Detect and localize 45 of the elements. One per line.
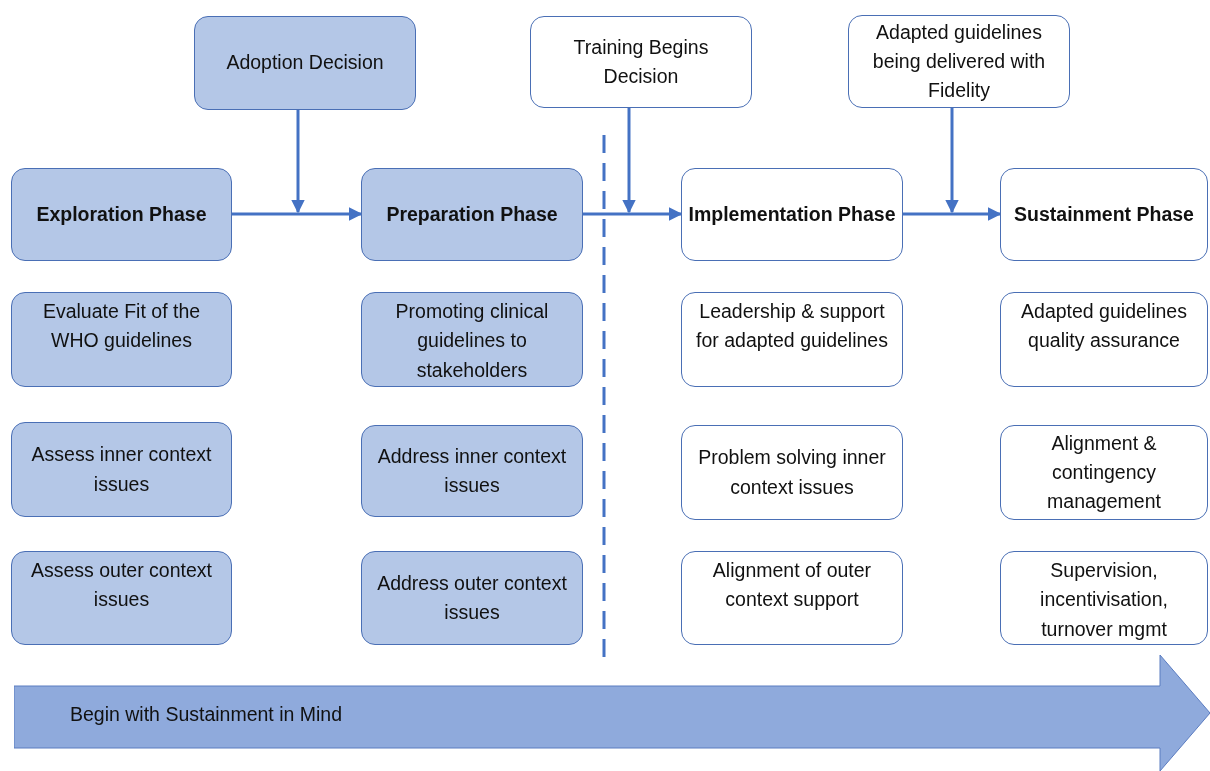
box-text: Adapted guidelines quality assurance — [1020, 299, 1188, 354]
box-text: Alignment of outer context support — [711, 558, 873, 613]
activity-box — [11, 292, 232, 387]
box-text: Supervision, incentivisation, turnover mgmt — [1039, 558, 1169, 642]
activity-box — [681, 551, 903, 645]
activity-box — [1000, 292, 1208, 387]
box-text: Promoting clinical guidelines to stakeholders — [394, 299, 550, 383]
decision-box — [848, 15, 1070, 108]
box-text: Address outer context issues — [376, 570, 568, 625]
arrow-label: Begin with Sustainment in Mind — [70, 702, 343, 728]
activity-box — [1000, 551, 1208, 645]
phase-box — [361, 168, 583, 261]
phase-box — [11, 168, 232, 261]
activity-box — [361, 425, 583, 517]
box-text: Assess inner context issues — [30, 442, 213, 497]
arrow — [291, 110, 305, 214]
phase-box — [681, 168, 903, 261]
box-text: Alignment & contingency management — [1046, 430, 1162, 515]
decision-box — [194, 16, 416, 110]
activity-box — [361, 292, 583, 387]
phase-box — [1000, 168, 1208, 261]
box-text: Leadership & support for adapted guidelines — [695, 299, 889, 354]
box-text: Exploration Phase — [36, 201, 207, 227]
box-text: Evaluate Fit of the WHO guidelines — [41, 299, 202, 354]
box-text: Problem solving inner context issues — [697, 445, 887, 500]
box-text: Training Begins Decision — [572, 34, 710, 89]
arrow — [903, 207, 1002, 221]
box-text: Preparation Phase — [386, 201, 558, 227]
box-text: Sustainment Phase — [1014, 201, 1194, 227]
arrow — [232, 207, 363, 221]
arrow — [583, 207, 683, 221]
box-text: Adoption Decision — [226, 50, 384, 76]
box-text: Assess outer context issues — [30, 558, 213, 613]
box-text: Address inner context issues — [376, 443, 568, 498]
arrow — [945, 108, 959, 214]
arrow — [622, 108, 636, 214]
activity-box — [681, 425, 903, 520]
box-text: Adapted guidelines being delivered with Fidelity — [871, 19, 1047, 104]
activity-box — [11, 422, 232, 517]
activity-box — [11, 551, 232, 645]
activity-box — [1000, 425, 1208, 520]
activity-box — [361, 551, 583, 645]
activity-box — [681, 292, 903, 387]
box-text: Implementation Phase — [688, 201, 896, 227]
decision-box — [530, 16, 752, 108]
